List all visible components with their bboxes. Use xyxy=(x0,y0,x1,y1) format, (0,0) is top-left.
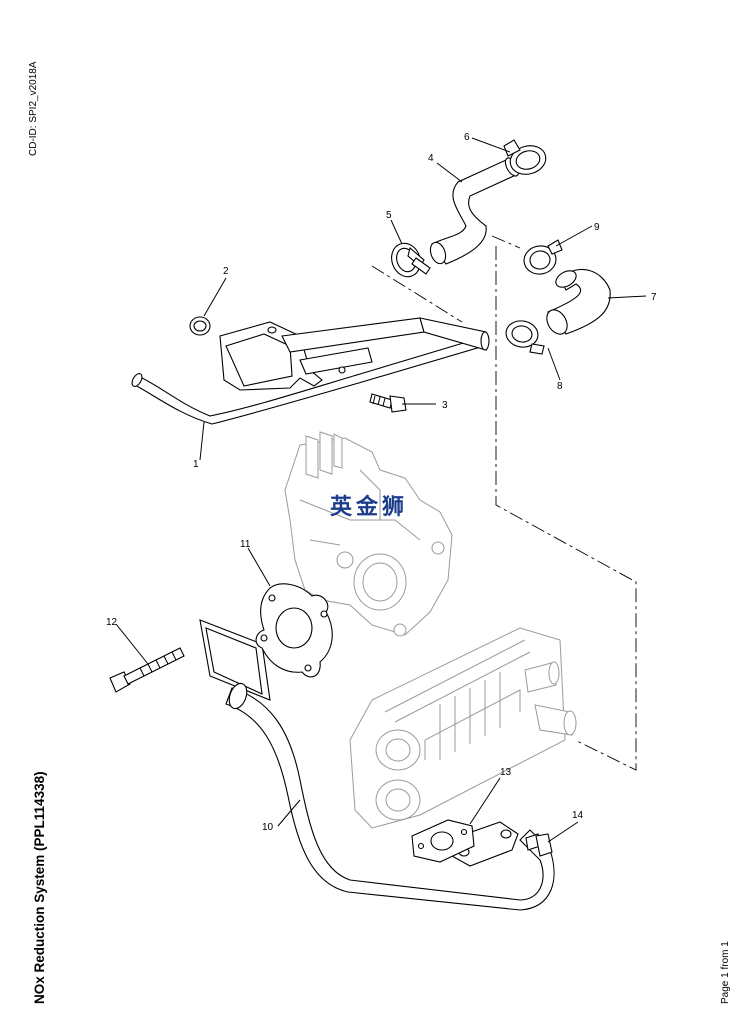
callout-3: 3 xyxy=(442,400,448,411)
watermark-text: 英金狮 xyxy=(330,494,408,520)
callout-2: 2 xyxy=(223,266,229,277)
callout-4: 4 xyxy=(428,153,434,164)
callout-1: 1 xyxy=(193,459,199,470)
callout-10: 10 xyxy=(262,822,274,833)
gasket-part-11 xyxy=(255,583,333,678)
callout-12: 12 xyxy=(106,617,118,628)
bolt-part-3 xyxy=(369,393,407,413)
callout-11: 11 xyxy=(240,539,251,550)
callout-9: 9 xyxy=(594,222,600,233)
callout-6: 6 xyxy=(464,132,470,143)
hose-clamp-part-9 xyxy=(523,239,563,275)
callout-13: 13 xyxy=(500,767,512,778)
long-bolt-part-12 xyxy=(109,647,185,693)
assembly-dash-lines xyxy=(371,235,637,771)
callout-8: 8 xyxy=(557,381,563,392)
callout-14: 14 xyxy=(572,810,584,821)
gasket-part-13 xyxy=(411,819,475,863)
hose-clamp-part-5 xyxy=(391,242,431,278)
callout-5: 5 xyxy=(386,210,392,221)
egr-pipe-part-10 xyxy=(199,619,555,911)
hose-clamp-part-8 xyxy=(505,320,545,355)
callout-7: 7 xyxy=(651,292,657,303)
coolant-pipe-part-1 xyxy=(131,317,490,425)
egr-valve-ghost xyxy=(284,431,453,637)
egr-cooler-ghost xyxy=(349,627,577,829)
hose-part-7 xyxy=(546,269,611,335)
bolt-part-14 xyxy=(525,833,553,857)
o-ring-part-2 xyxy=(189,316,211,336)
hose-part-4 xyxy=(429,157,520,265)
hose-clamp-part-6 xyxy=(503,139,547,175)
leader-lines xyxy=(115,137,647,843)
callout-labels: 1 2 3 4 5 6 7 8 9 10 11 12 13 14 xyxy=(106,132,657,833)
